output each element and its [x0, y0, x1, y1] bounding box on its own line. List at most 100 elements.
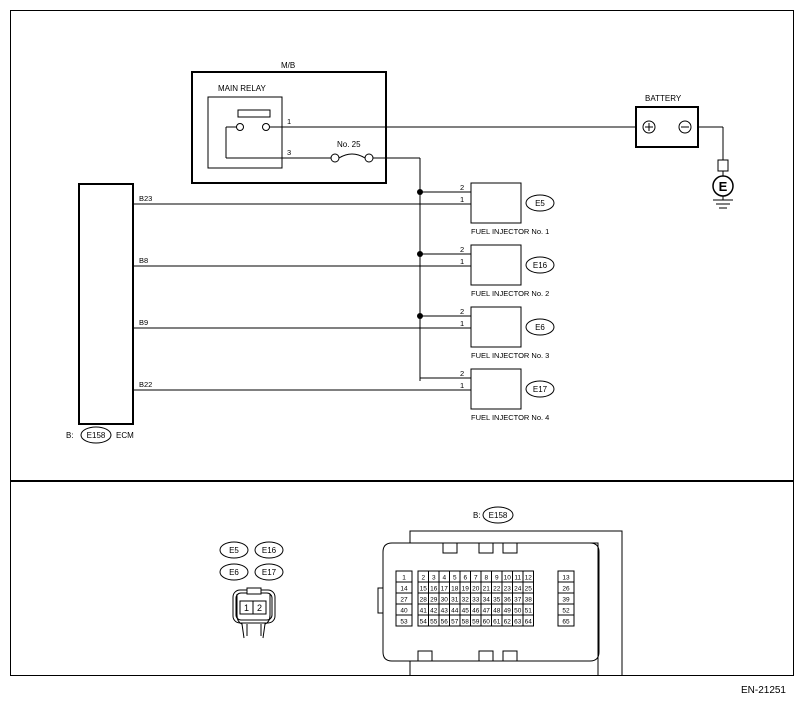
ecm-pin-number: 25 [525, 585, 533, 592]
relay-contact-left [236, 123, 244, 131]
battery-label: BATTERY [645, 94, 682, 103]
ecm-connector-label: E158 [87, 431, 106, 440]
ecm-pin-number: 55 [430, 618, 438, 625]
ecm-pin-number: 16 [430, 585, 438, 592]
relay-contact-right [262, 123, 270, 131]
connector-pin: 1 [244, 603, 249, 613]
injector-name: FUEL INJECTOR No. 4 [471, 413, 549, 422]
ecm-pin-number: 39 [562, 596, 570, 603]
ecm-pin-cell [395, 614, 413, 627]
ecm-view-prefix: B: [473, 511, 481, 520]
ecm-pin-label: B8 [139, 256, 148, 265]
fuel-injector [470, 244, 522, 286]
fuse-end-right [364, 153, 374, 163]
fuse-label: No. 25 [337, 140, 361, 149]
ecm-pin-number: 44 [451, 607, 459, 614]
ecm-pin-number: 42 [430, 607, 438, 614]
injector-connector-tag [525, 318, 555, 336]
connector-tag [254, 541, 284, 559]
ecm-pin-number: 43 [441, 607, 449, 614]
ecm-pin-number: 49 [504, 607, 512, 614]
ecm-pin-number: 62 [504, 618, 512, 625]
ecm-pin-number: 23 [504, 585, 512, 592]
ecm-pin-number: 41 [420, 607, 428, 614]
ecm-pin-number: 18 [451, 585, 459, 592]
ecm-pin-number: 31 [451, 596, 459, 603]
junction-dot [417, 189, 423, 195]
injector-pin-b: 1 [460, 319, 464, 328]
ecm-pin-number: 2 [421, 574, 425, 581]
ecm-pin-label: B23 [139, 194, 152, 203]
ecm-pin-number: 21 [483, 585, 491, 592]
connector-tag [219, 563, 249, 581]
ecm-pin-number: 11 [514, 574, 521, 581]
ecm-pin-number: 56 [441, 618, 449, 625]
ecm-pin-number: 53 [400, 618, 408, 625]
ecm-pin-cell [522, 614, 534, 627]
fuel-injector [470, 306, 522, 348]
ecm-pin-number: 59 [472, 618, 480, 625]
injector-pin-a: 2 [460, 245, 464, 254]
junction-dot [417, 251, 423, 257]
ecm-pin-number: 63 [514, 618, 522, 625]
ecm-pin-number: 12 [525, 574, 533, 581]
ecm-pin-number: 45 [462, 607, 470, 614]
ecm-pin-number: 51 [525, 607, 533, 614]
connector-tag-label: E17 [262, 568, 277, 577]
relay-terminal-3: 3 [287, 148, 291, 157]
ecm-pin-number: 58 [462, 618, 470, 625]
main-block-label: M/B [281, 61, 295, 70]
ecm-pin-number: 33 [472, 596, 480, 603]
ecm-view-tag [482, 506, 514, 524]
ecm-pin-number: 60 [483, 618, 491, 625]
ecm-pin-number: 14 [400, 585, 408, 592]
ecm-prefix: B: [66, 431, 74, 440]
ecm-pin-number: 10 [504, 574, 512, 581]
ecm-pin-number: 20 [472, 585, 480, 592]
ecm-pin-number: 13 [562, 574, 570, 581]
injector-connector-tags: E5 E16 E6 E17 [219, 541, 284, 581]
ecm-pin-number: 26 [562, 585, 570, 592]
ecm-pin-number: 52 [562, 607, 570, 614]
ecm-pin-number: 28 [420, 596, 428, 603]
connector-pin: 2 [257, 603, 262, 613]
ecm-pin-number: 36 [504, 596, 512, 603]
ecm-pin-number: 9 [495, 574, 499, 581]
ecm-pin-number: 24 [514, 585, 522, 592]
injector-name: FUEL INJECTOR No. 2 [471, 289, 549, 298]
ecm-pin-number: 8 [484, 574, 488, 581]
ecm-pin-number: 19 [462, 585, 470, 592]
ground-label: E [719, 179, 728, 194]
injector-connector-tag [525, 256, 555, 274]
ecm-pin-number: 40 [400, 607, 408, 614]
fuel-injector [470, 182, 522, 224]
ground-terminal [717, 159, 729, 172]
injector-connector-tag [525, 194, 555, 212]
ecm-pin-number: 50 [514, 607, 522, 614]
connector-tag-label: E5 [229, 546, 239, 555]
connector-tag [219, 541, 249, 559]
ecm-pin-cell [557, 614, 575, 627]
ecm-pin-number: 27 [400, 596, 408, 603]
injector-pin-b: 1 [460, 381, 464, 390]
diagram-frame [10, 10, 794, 676]
injector-pin-a: 2 [460, 307, 464, 316]
ecm-pin-number: 17 [441, 585, 449, 592]
ecm-pin-number: 48 [493, 607, 501, 614]
connector-tag-label: E16 [262, 546, 277, 555]
ecm-box [78, 183, 134, 425]
ecm-pin-number: 34 [483, 596, 491, 603]
junction-dot [417, 313, 423, 319]
ecm-view-tag-label: E158 [489, 511, 508, 520]
connector-tag [254, 563, 284, 581]
injector-pin-a: 2 [460, 369, 464, 378]
injector-name: FUEL INJECTOR No. 1 [471, 227, 549, 236]
ecm-pin-number: 61 [493, 618, 501, 625]
